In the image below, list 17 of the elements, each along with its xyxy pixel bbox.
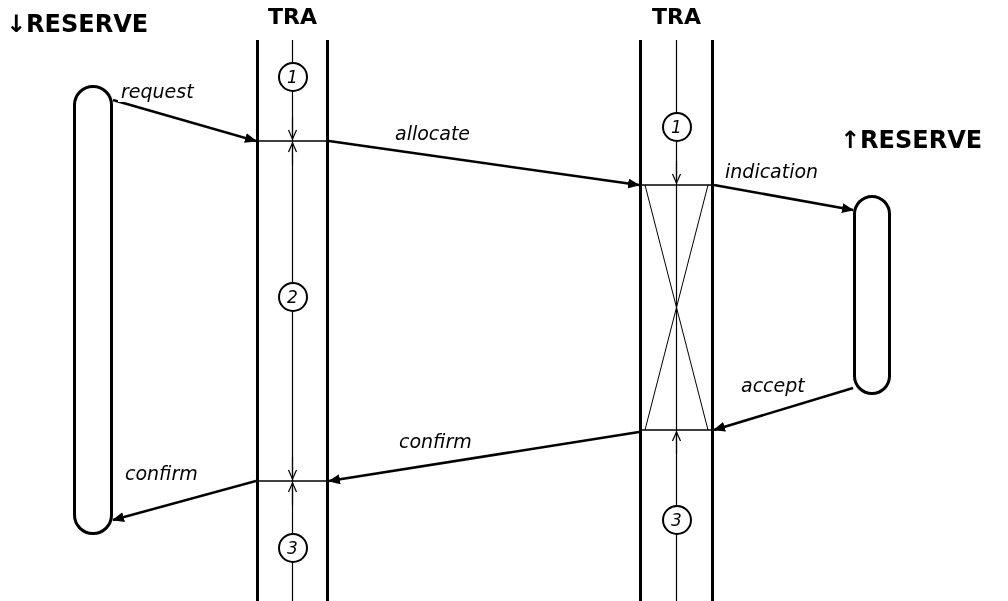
arrow <box>112 98 257 143</box>
callout-number: 3 <box>661 505 692 535</box>
arrow <box>713 183 854 213</box>
callout-number: 1 <box>277 62 308 92</box>
column-title: TRA <box>267 4 318 30</box>
arrow <box>328 430 640 485</box>
arrow <box>112 479 257 522</box>
arrow <box>713 386 854 432</box>
reserve-bar <box>853 195 891 395</box>
node-caption: ↓RESERVE <box>6 10 149 38</box>
arrow <box>328 139 640 189</box>
reserve-bar <box>73 85 113 535</box>
callout-number: 2 <box>277 282 308 312</box>
node-caption: ↑RESERVE <box>840 126 983 154</box>
column-title: TRA <box>651 4 702 30</box>
callout-number: 3 <box>277 533 308 563</box>
callout-number: 1 <box>661 112 692 142</box>
